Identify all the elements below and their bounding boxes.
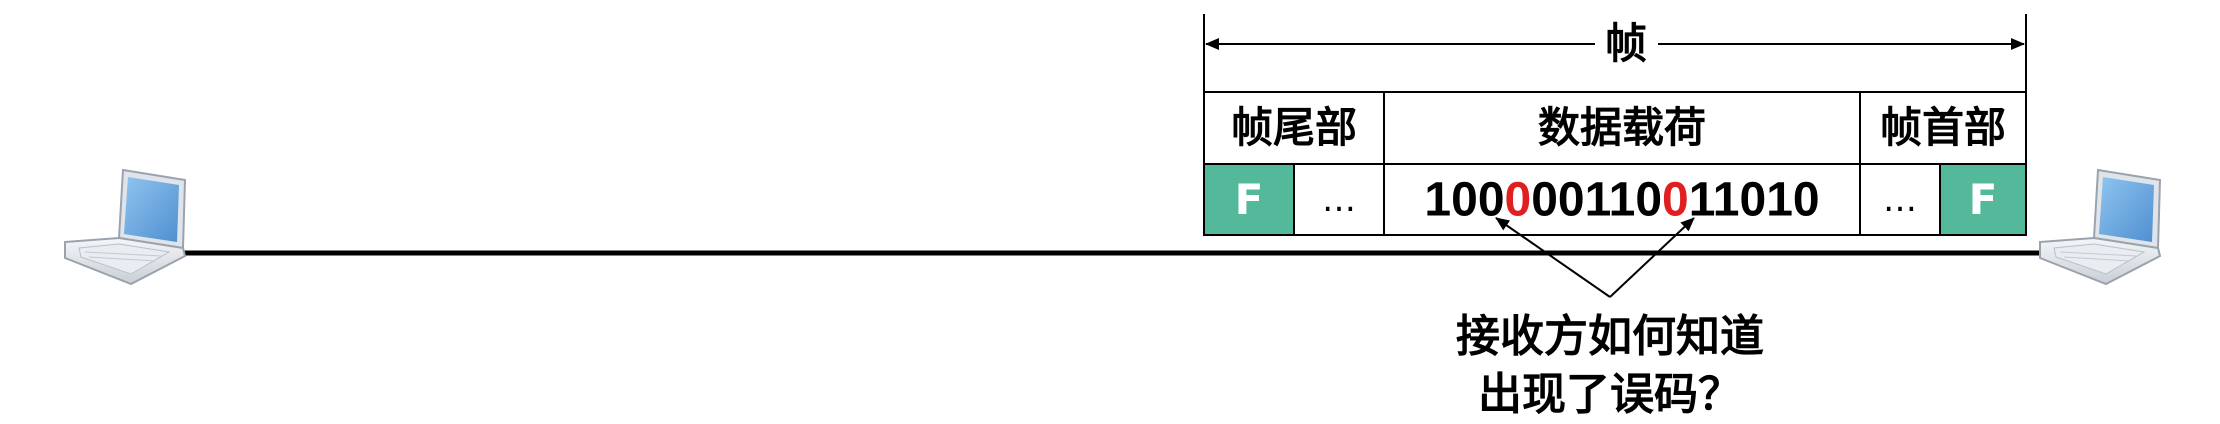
payload-bits-segment: 11010 — [1688, 173, 1820, 227]
trailer-ellipsis-cell: … — [1295, 165, 1383, 234]
header-flag-text: F — [1968, 175, 1998, 224]
header-ellipsis-cell: … — [1861, 165, 1939, 234]
question-line-2: 出现了误码？ — [1478, 369, 1742, 420]
trailer-flag-text: F — [1234, 175, 1264, 224]
right-laptop-icon — [2039, 168, 2162, 286]
payload-bits-segment: 00110 — [1531, 173, 1663, 227]
frame-table-grid — [1203, 91, 2027, 236]
frame-header-label: 帧首部 — [1879, 103, 2007, 152]
left-laptop-icon — [64, 168, 187, 286]
payload-bits-segment: 100 — [1424, 173, 1505, 227]
payload-bit-string: 100000110011010 — [1424, 173, 1819, 228]
frame-label: 帧 — [1594, 23, 1658, 65]
question-callout: 接收方如何知道 出现了误码？ — [1456, 308, 1764, 424]
question-line-1: 接收方如何知道 — [1456, 311, 1764, 362]
callout-arrow-to-first-error — [1495, 217, 1611, 298]
header-flag-cell: F — [1941, 165, 2025, 234]
payload-label: 数据载荷 — [1537, 103, 1707, 152]
payload-error-bit: 0 — [1504, 173, 1532, 227]
header-ellipsis-text: … — [1883, 179, 1917, 220]
trailer-flag-cell: F — [1205, 165, 1293, 234]
callout-arrow-to-second-error — [1609, 217, 1695, 298]
trailer-ellipsis-text: … — [1322, 179, 1356, 220]
frame-trailer-label: 帧尾部 — [1230, 103, 1358, 152]
payload-error-bit: 0 — [1662, 173, 1689, 227]
